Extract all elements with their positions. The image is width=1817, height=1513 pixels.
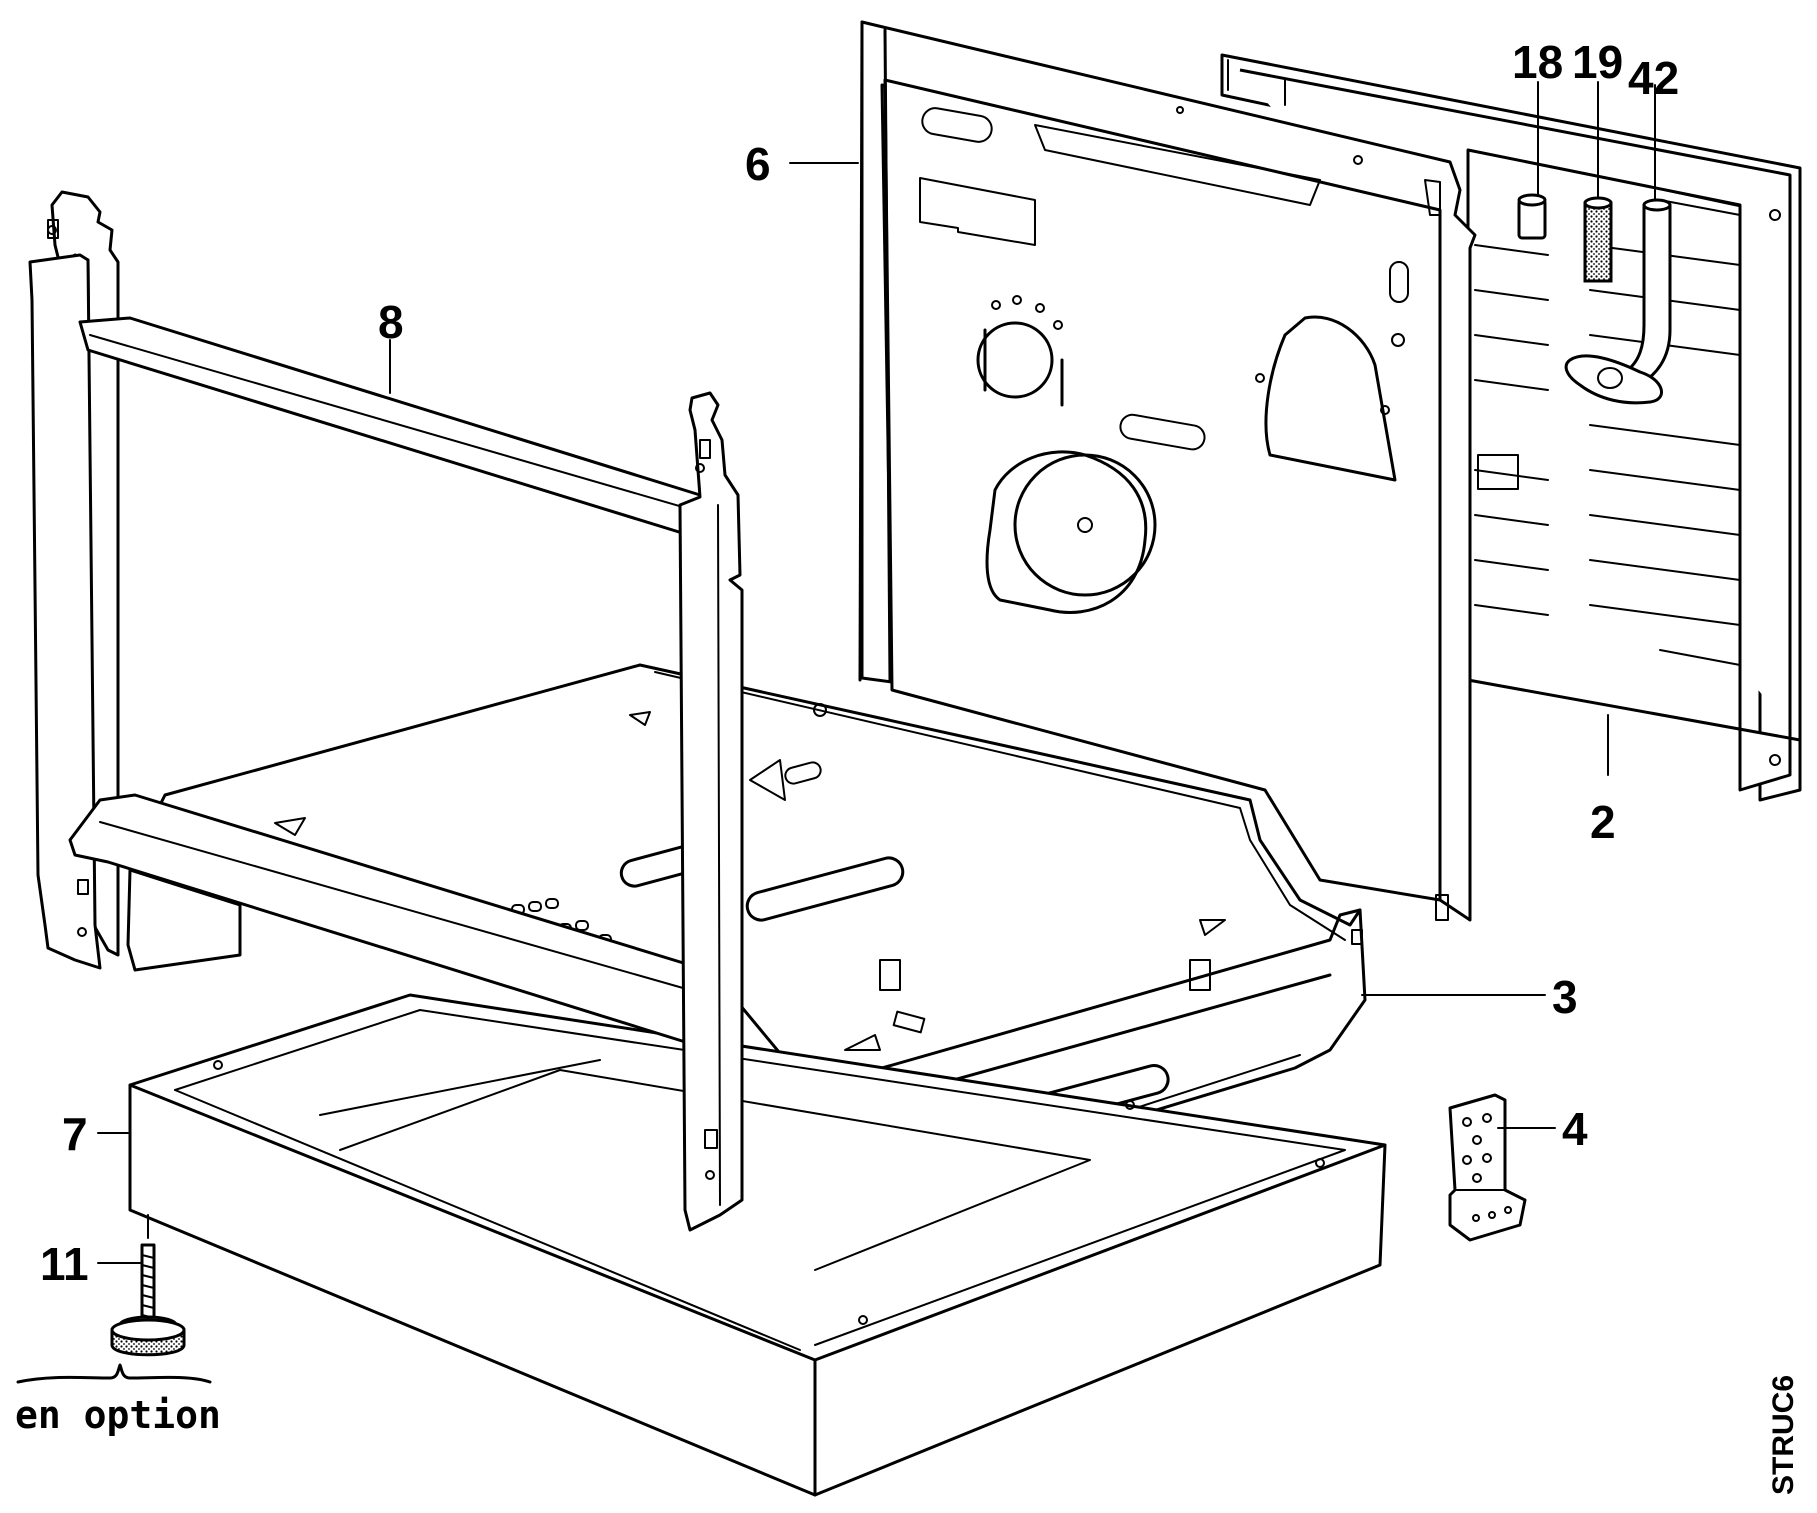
front-frame-part-8: [28, 190, 744, 1232]
rear-panel-part-2: [1220, 53, 1802, 802]
tube-part-42: [1564, 198, 1672, 405]
callout-6: 6: [745, 138, 771, 190]
leader-lines: [97, 81, 1656, 1264]
option-brace: [16, 1363, 212, 1384]
callout-11: 11: [40, 1238, 89, 1290]
callout-8: 8: [378, 296, 404, 348]
callout-2: 2: [1590, 796, 1616, 848]
callout-42: 42: [1628, 52, 1679, 104]
callout-19: 19: [1572, 36, 1623, 88]
rear-panel-louvers: [1474, 199, 1741, 666]
drawing-code: STRUC6: [1767, 1375, 1800, 1495]
insulation-sleeve-part-19: [1583, 196, 1613, 283]
inner-panel-part-6: [858, 20, 1477, 922]
callout-18: 18: [1512, 36, 1563, 88]
callout-7: 7: [62, 1108, 88, 1160]
small-parts-group: [1517, 193, 1672, 405]
option-note: en option: [15, 1393, 221, 1437]
plinth-base-part-7: [128, 993, 1387, 1497]
adjustable-foot-part-11: [110, 1214, 186, 1357]
callout-3: 3: [1552, 971, 1578, 1023]
plug-part-18: [1517, 193, 1547, 240]
bracket-part-4: [1448, 1093, 1527, 1242]
callout-4: 4: [1562, 1103, 1588, 1155]
